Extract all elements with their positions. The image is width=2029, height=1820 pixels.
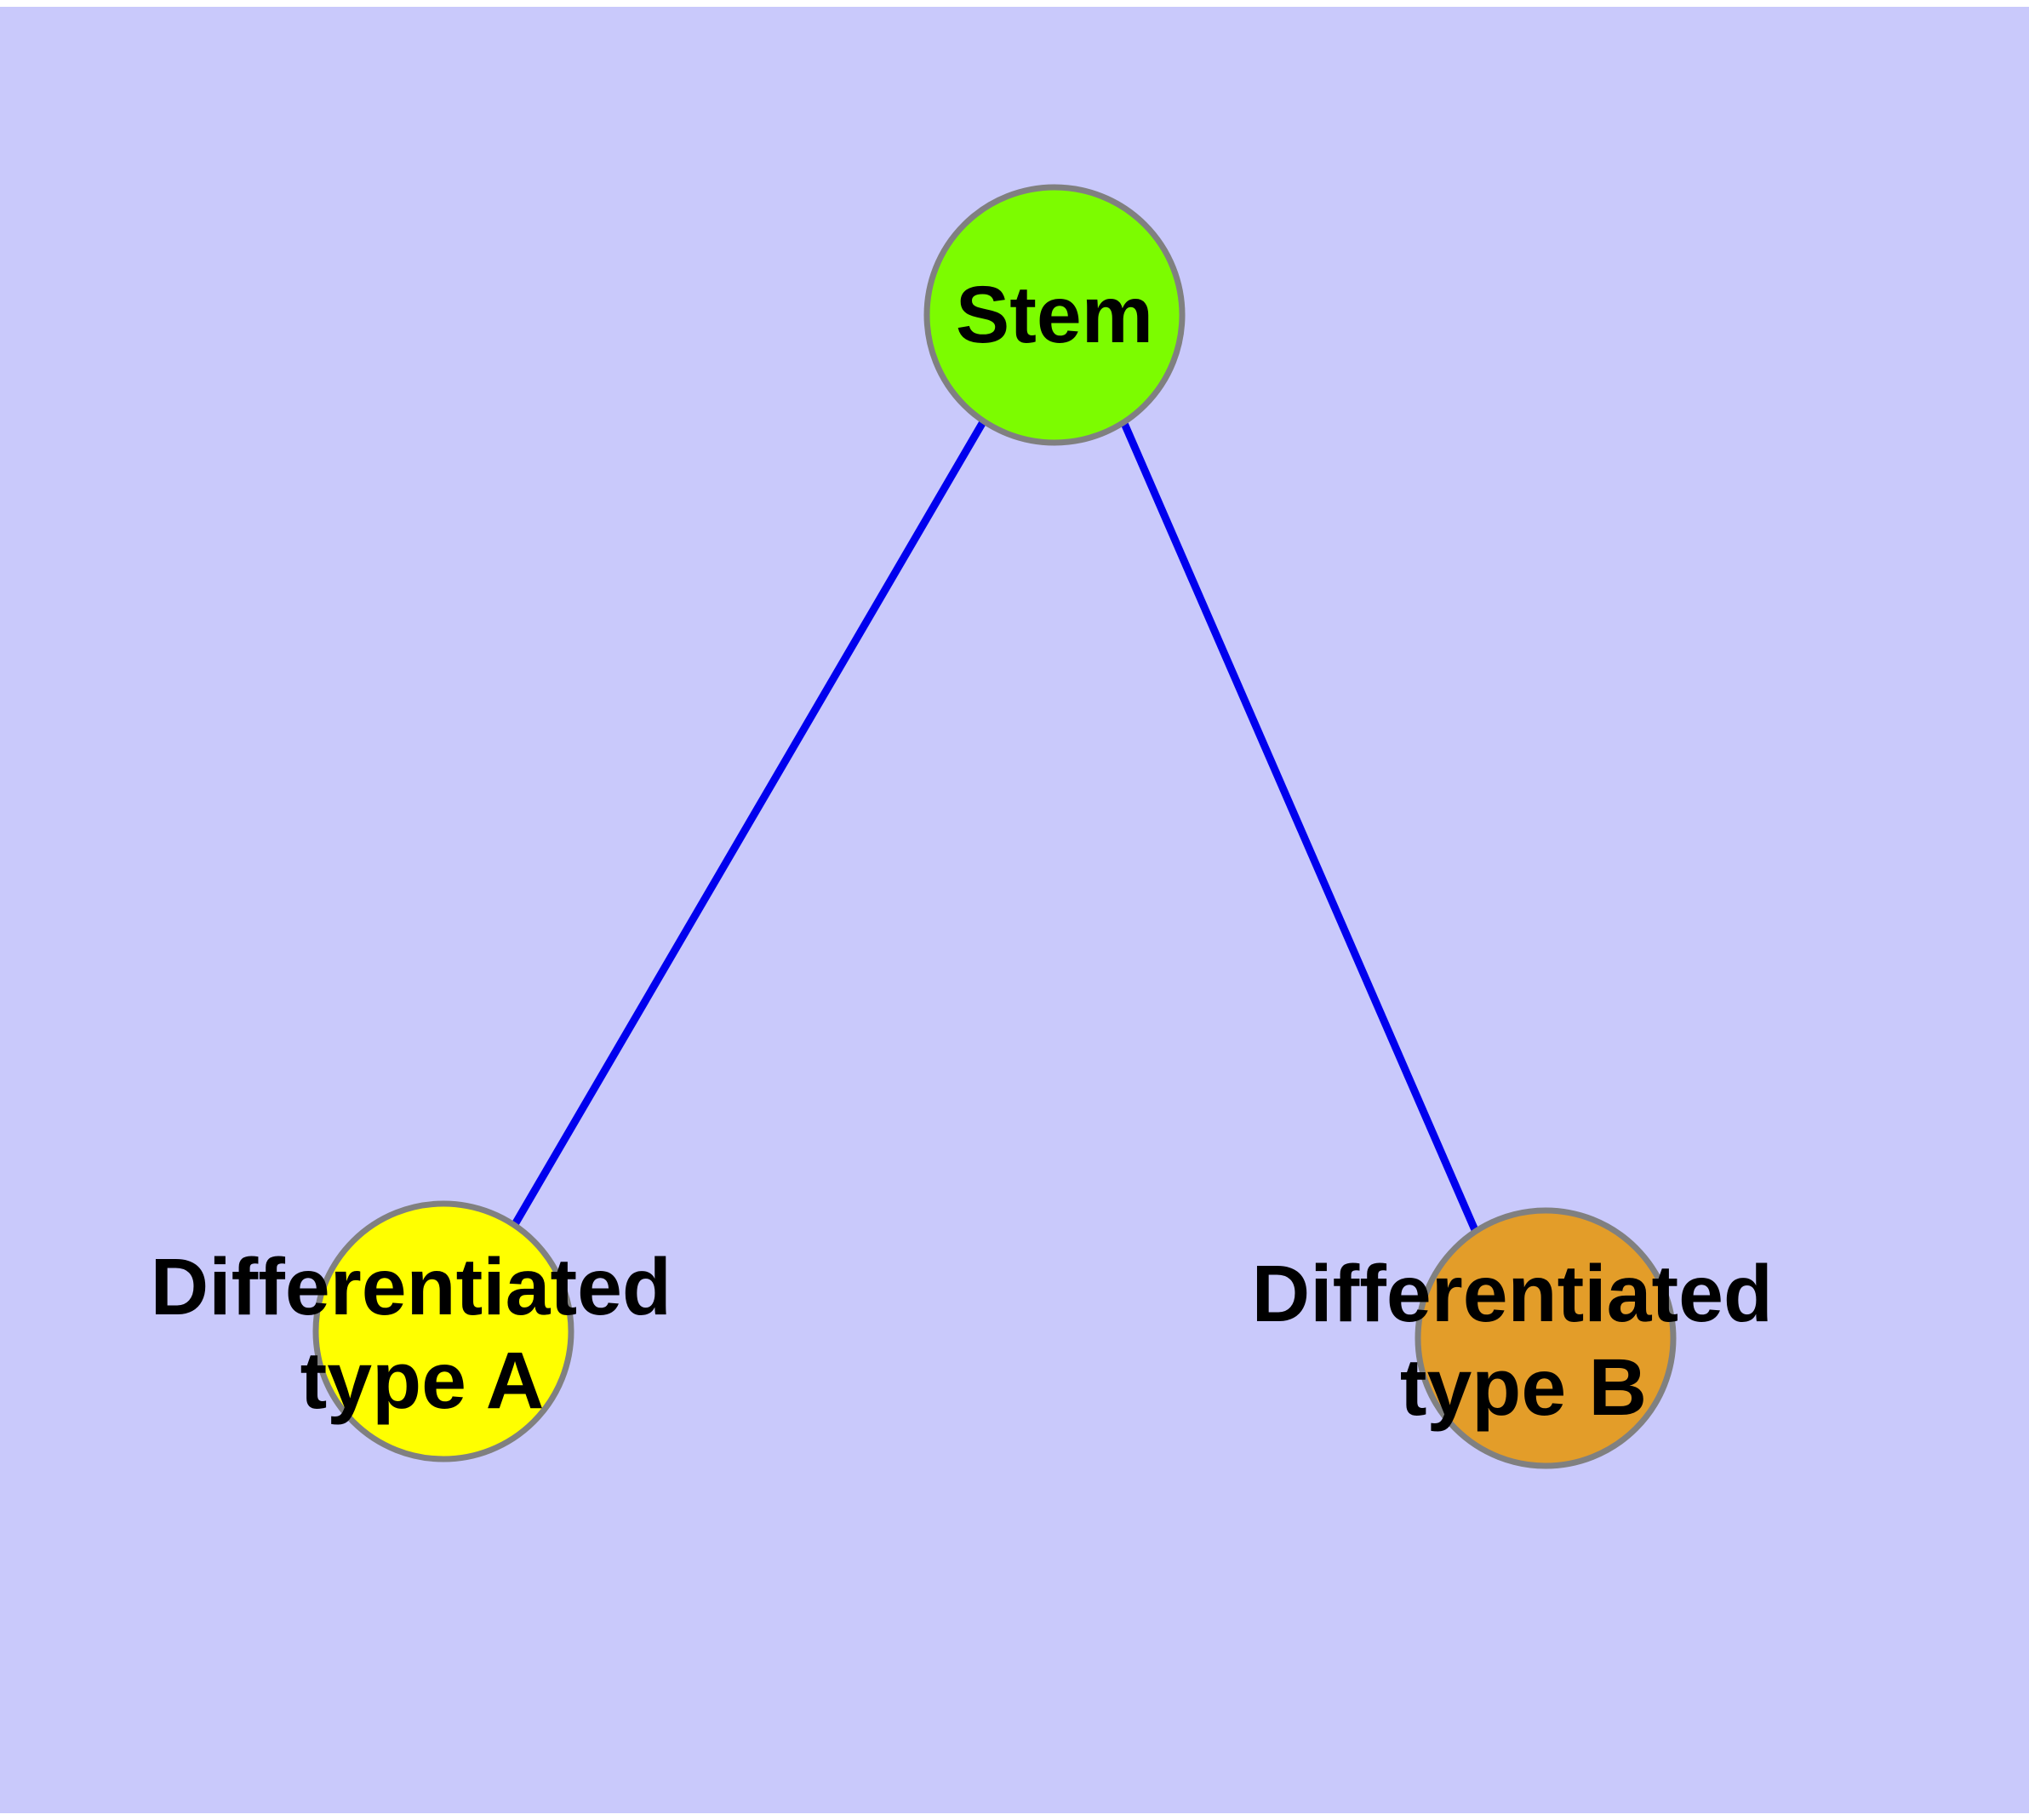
node-diff-b[interactable]: Differentiated type B [1252, 1207, 1796, 1469]
node-diff-b-label-line-2: type B [1400, 1342, 1647, 1433]
node-diff-b-label: Differentiated type B [1252, 1249, 1796, 1433]
edge-layer [511, 418, 1479, 1232]
node-diff-a-label-line-2: type A [300, 1336, 545, 1426]
node-diff-b-label-line-1: Differentiated [1252, 1249, 1773, 1339]
node-stem-circle[interactable] [923, 184, 1186, 446]
node-stem-label: Stem [956, 270, 1153, 360]
edge-stem-to-diff-b[interactable] [1119, 420, 1479, 1232]
node-stem[interactable]: Stem [923, 184, 1186, 446]
node-diff-a[interactable]: Differentiated type A [151, 1200, 694, 1462]
node-diff-a-label-line-1: Differentiated [151, 1242, 672, 1332]
node-layer: Stem Differentiated type A Differentiate… [151, 184, 1796, 1469]
edge-stem-to-diff-a[interactable] [511, 418, 987, 1228]
node-diff-b-circle[interactable] [1415, 1207, 1677, 1469]
node-diff-a-label: Differentiated type A [151, 1242, 694, 1426]
node-diff-a-circle[interactable] [312, 1200, 574, 1462]
